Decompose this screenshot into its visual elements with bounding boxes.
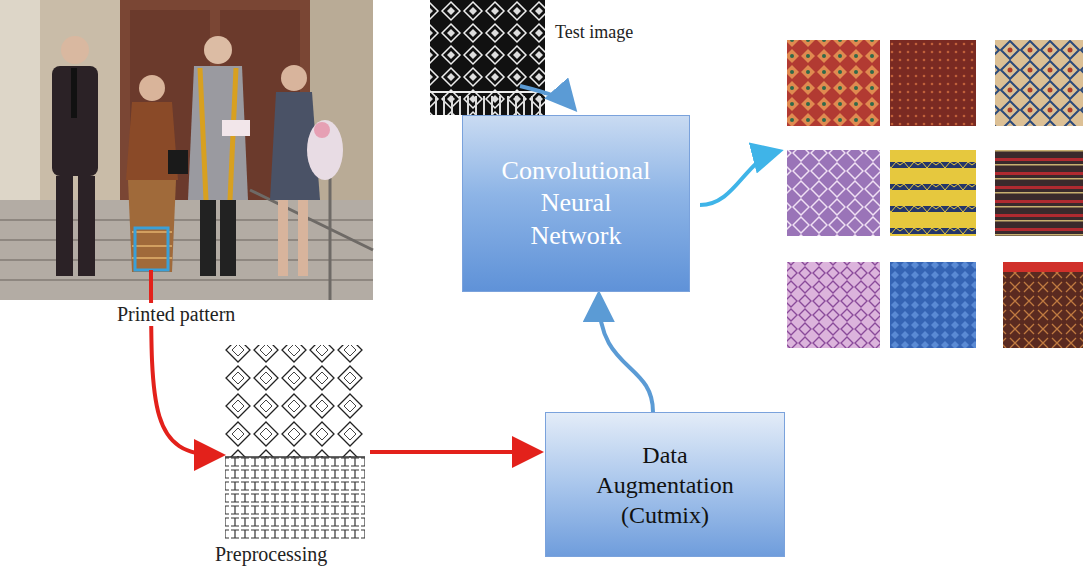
image-caption: Test image — [552, 22, 636, 43]
connector — [599, 298, 653, 412]
box-label: Data Augmentation (Cutmix) — [583, 440, 748, 530]
process-box: Convolutional Neural Network — [462, 115, 690, 292]
red-arrow — [370, 450, 536, 454]
process-box: Data Augmentation (Cutmix) — [545, 412, 785, 557]
image-caption: Printed pattern — [114, 303, 238, 326]
image-caption: Preprocessing — [212, 543, 330, 566]
blue-arrow — [700, 152, 776, 205]
preprocessing-image — [225, 345, 365, 540]
box-label: Convolutional Neural Network — [492, 155, 660, 253]
fabric-samples — [787, 40, 1083, 348]
test-image — [430, 0, 545, 115]
red-arrow — [151, 270, 218, 455]
photo — [0, 0, 373, 300]
blue-arrow — [520, 86, 572, 106]
